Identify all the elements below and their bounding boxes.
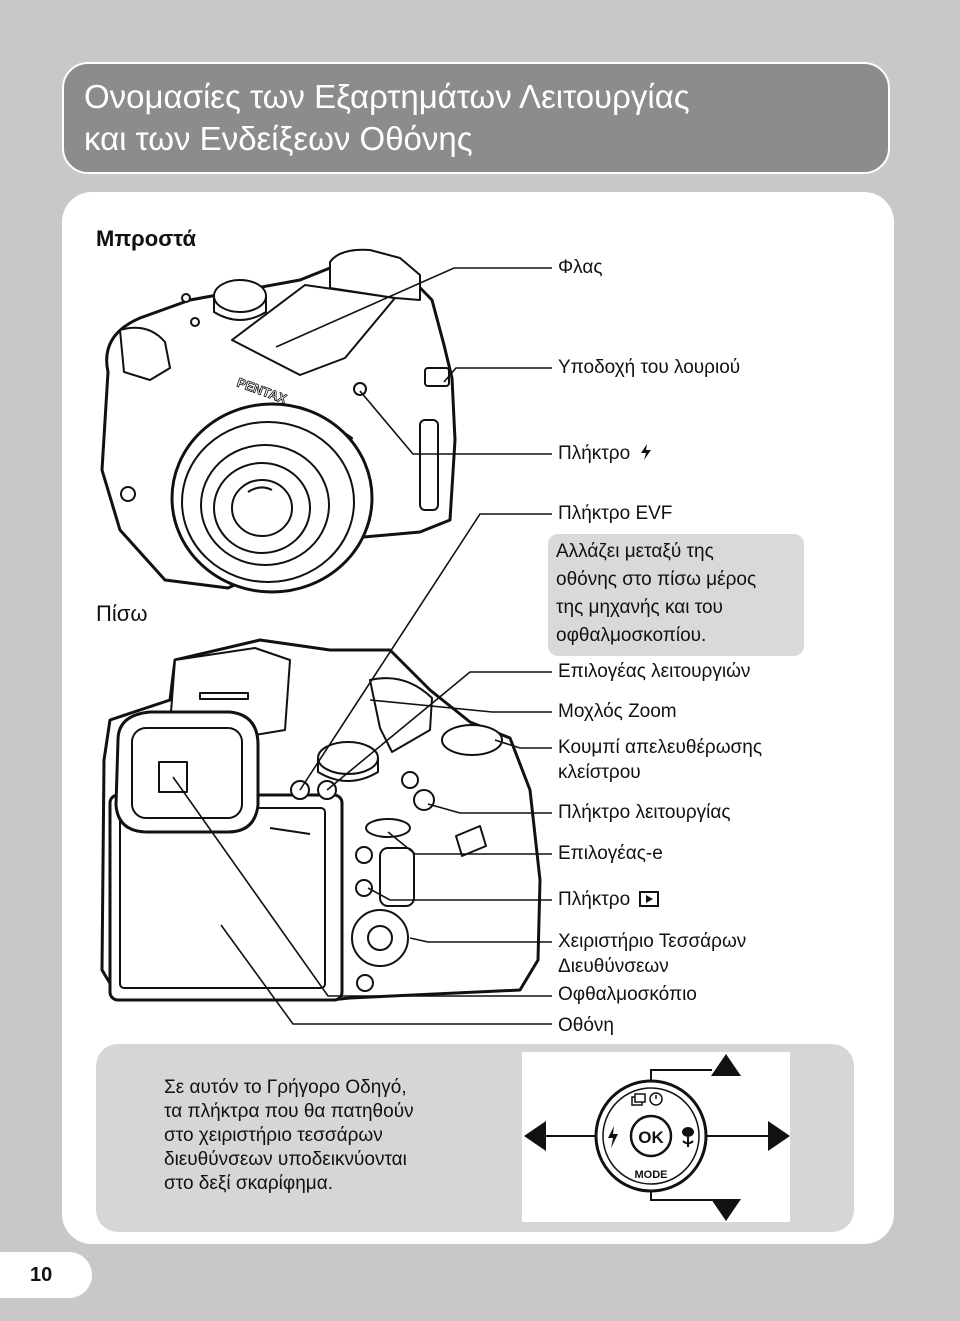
ok-button: OK bbox=[638, 1128, 664, 1147]
info-line-4: διευθύνσεων υποδεικνύονται bbox=[164, 1149, 407, 1170]
title-line-2: και των Ενδείξεων Οθόνης bbox=[84, 120, 473, 157]
front-section-label: Μπροστά bbox=[96, 226, 196, 251]
play-button-label: Πλήκτρο bbox=[558, 887, 660, 912]
four-way-controller: OK MODE bbox=[594, 1079, 708, 1193]
mode-key-label: MODE bbox=[635, 1169, 668, 1181]
flash-button-text: Πλήκτρο bbox=[558, 443, 631, 464]
page-number-tab: 10 bbox=[0, 1252, 92, 1298]
info-line-3: στο χειριστήριο τεσσάρων bbox=[164, 1125, 383, 1146]
back-camera-body bbox=[100, 638, 542, 1002]
info-line-5: στο δεξί σκαρίφημα. bbox=[164, 1173, 333, 1194]
info-line-2: τα πλήκτρα που θα πατηθούν bbox=[164, 1101, 414, 1122]
shutter-label: Κουμπί απελευθέρωσης κλείστρου bbox=[558, 735, 762, 785]
play-icon bbox=[639, 891, 660, 907]
evf-note-text: Αλλάζει μεταξύ της οθόνης στο πίσω μέρος… bbox=[556, 538, 756, 650]
e-dial-label: Επιλογέας-e bbox=[558, 843, 663, 864]
arrow-left-icon bbox=[524, 1121, 546, 1151]
monitor-label: Οθόνη bbox=[558, 1015, 614, 1036]
shutter-label-line-1: Κουμπί απελευθέρωσης bbox=[558, 737, 763, 758]
four-way-label-line-1: Χειριστήριο Τεσσάρων bbox=[558, 931, 747, 952]
back-section-label: Πίσω bbox=[96, 601, 148, 626]
four-way-label: Χειριστήριο Τεσσάρων Διευθύνσεων bbox=[558, 929, 746, 979]
evf-note-line-2: οθόνης στο πίσω μέρος bbox=[556, 569, 757, 590]
title-banner: Ονομασίες των Εξαρτημάτων Λειτουργίας κα… bbox=[62, 62, 890, 174]
leader-lines bbox=[172, 267, 552, 1025]
evf-note-line-1: Αλλάζει μεταξύ της bbox=[556, 541, 714, 562]
flash-button-label: Πλήκτρο bbox=[558, 441, 653, 466]
evf-note-line-4: οφθαλμοσκοπίου. bbox=[556, 625, 707, 646]
evf-note-line-3: της μηχανής και του bbox=[556, 597, 723, 618]
play-button-text: Πλήκτρο bbox=[558, 889, 631, 910]
four-way-label-line-2: Διευθύνσεων bbox=[558, 956, 669, 977]
info-text: Σε αυτόν το Γρήγορο Οδηγό, τα πλήκτρα πο… bbox=[164, 1076, 414, 1196]
mode-dial-label: Επιλογέας λειτουργιών bbox=[558, 661, 751, 682]
strap-lug-label: Υποδοχή του λουριού bbox=[558, 357, 741, 378]
shutter-label-line-2: κλείστρου bbox=[558, 762, 641, 783]
evf-note-box bbox=[548, 534, 804, 656]
page-number: 10 bbox=[30, 1264, 53, 1286]
drive-timer-icon bbox=[631, 1092, 663, 1106]
arrow-right-icon bbox=[768, 1121, 790, 1151]
pad-flash-icon bbox=[608, 1126, 618, 1148]
title-line-1: Ονομασίες των Εξαρτημάτων Λειτουργίας bbox=[84, 78, 690, 115]
arrow-down-icon bbox=[711, 1199, 741, 1221]
info-line-1: Σε αυτόν το Γρήγορο Οδηγό, bbox=[164, 1077, 407, 1098]
viewfinder-label: Οφθαλμοσκόπιο bbox=[558, 984, 697, 1005]
zoom-lever-label: Μοχλός Zoom bbox=[558, 701, 677, 722]
arrow-up-icon bbox=[711, 1054, 741, 1076]
flash-icon bbox=[641, 444, 652, 460]
flash-label: Φλας bbox=[558, 257, 603, 278]
macro-icon bbox=[682, 1127, 694, 1147]
function-button-label: Πλήκτρο λειτουργίας bbox=[558, 802, 731, 823]
page-title: Ονομασίες των Εξαρτημάτων Λειτουργίας κα… bbox=[84, 76, 690, 160]
evf-button-label: Πλήκτρο EVF bbox=[558, 503, 673, 524]
front-lens bbox=[170, 402, 374, 594]
